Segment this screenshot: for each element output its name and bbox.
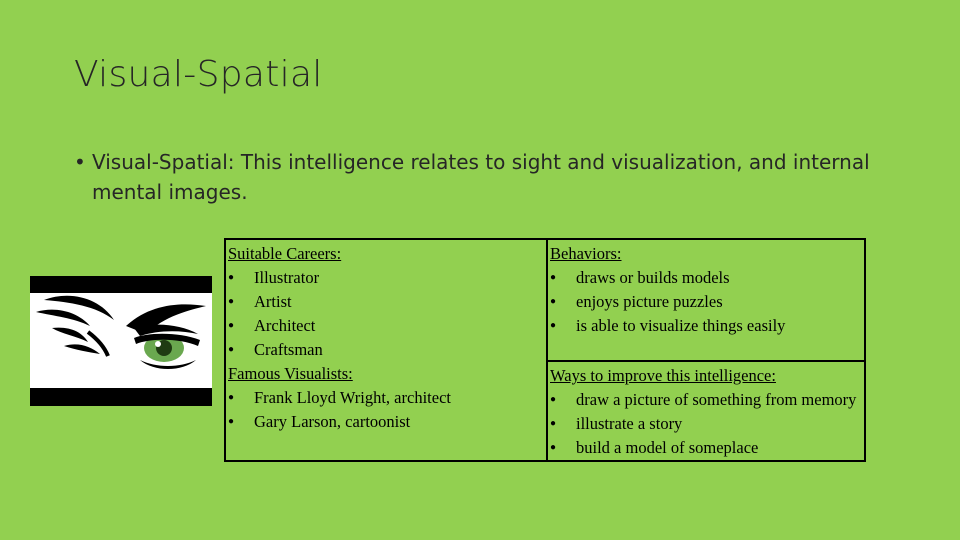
behaviors-cell: Behaviors: ●draws or builds models ●enjo…	[546, 238, 866, 362]
list-item: ●Illustrator	[228, 268, 320, 287]
list-item: ●Craftsman	[228, 340, 323, 359]
list-item: ●illustrate a story	[550, 414, 683, 433]
bullet-marker: •	[74, 150, 86, 174]
list-item: ●build a model of someplace	[550, 438, 759, 457]
careers-cell: Suitable Careers: ●Illustrator ●Artist ●…	[224, 238, 548, 462]
main-bullet: • Visual-Spatial: This intelligence rela…	[74, 147, 894, 207]
list-item: ●draw a picture of something from memory	[550, 390, 857, 409]
eyes-illustration	[30, 276, 212, 406]
improve-cell: Ways to improve this intelligence: ●draw…	[546, 360, 866, 462]
info-table: Suitable Careers: ●Illustrator ●Artist ●…	[224, 238, 866, 462]
behaviors-header: Behaviors:	[550, 244, 622, 263]
visualists-header: Famous Visualists:	[228, 364, 353, 383]
eyes-icon	[30, 276, 212, 406]
list-item: ●draws or builds models	[550, 268, 730, 287]
list-item: ●Architect	[228, 316, 316, 335]
list-item: ●is able to visualize things easily	[550, 316, 786, 335]
slide-title: Visual-Spatial	[74, 54, 323, 95]
list-item: ●Artist	[228, 292, 292, 311]
bullet-text: Visual-Spatial: This intelligence relate…	[92, 150, 870, 204]
improve-header: Ways to improve this intelligence:	[550, 366, 776, 385]
list-item: ●Frank Lloyd Wright, architect	[228, 388, 451, 407]
list-item: ●Gary Larson, cartoonist	[228, 412, 411, 431]
careers-header: Suitable Careers:	[228, 244, 342, 263]
list-item: ●enjoys picture puzzles	[550, 292, 723, 311]
